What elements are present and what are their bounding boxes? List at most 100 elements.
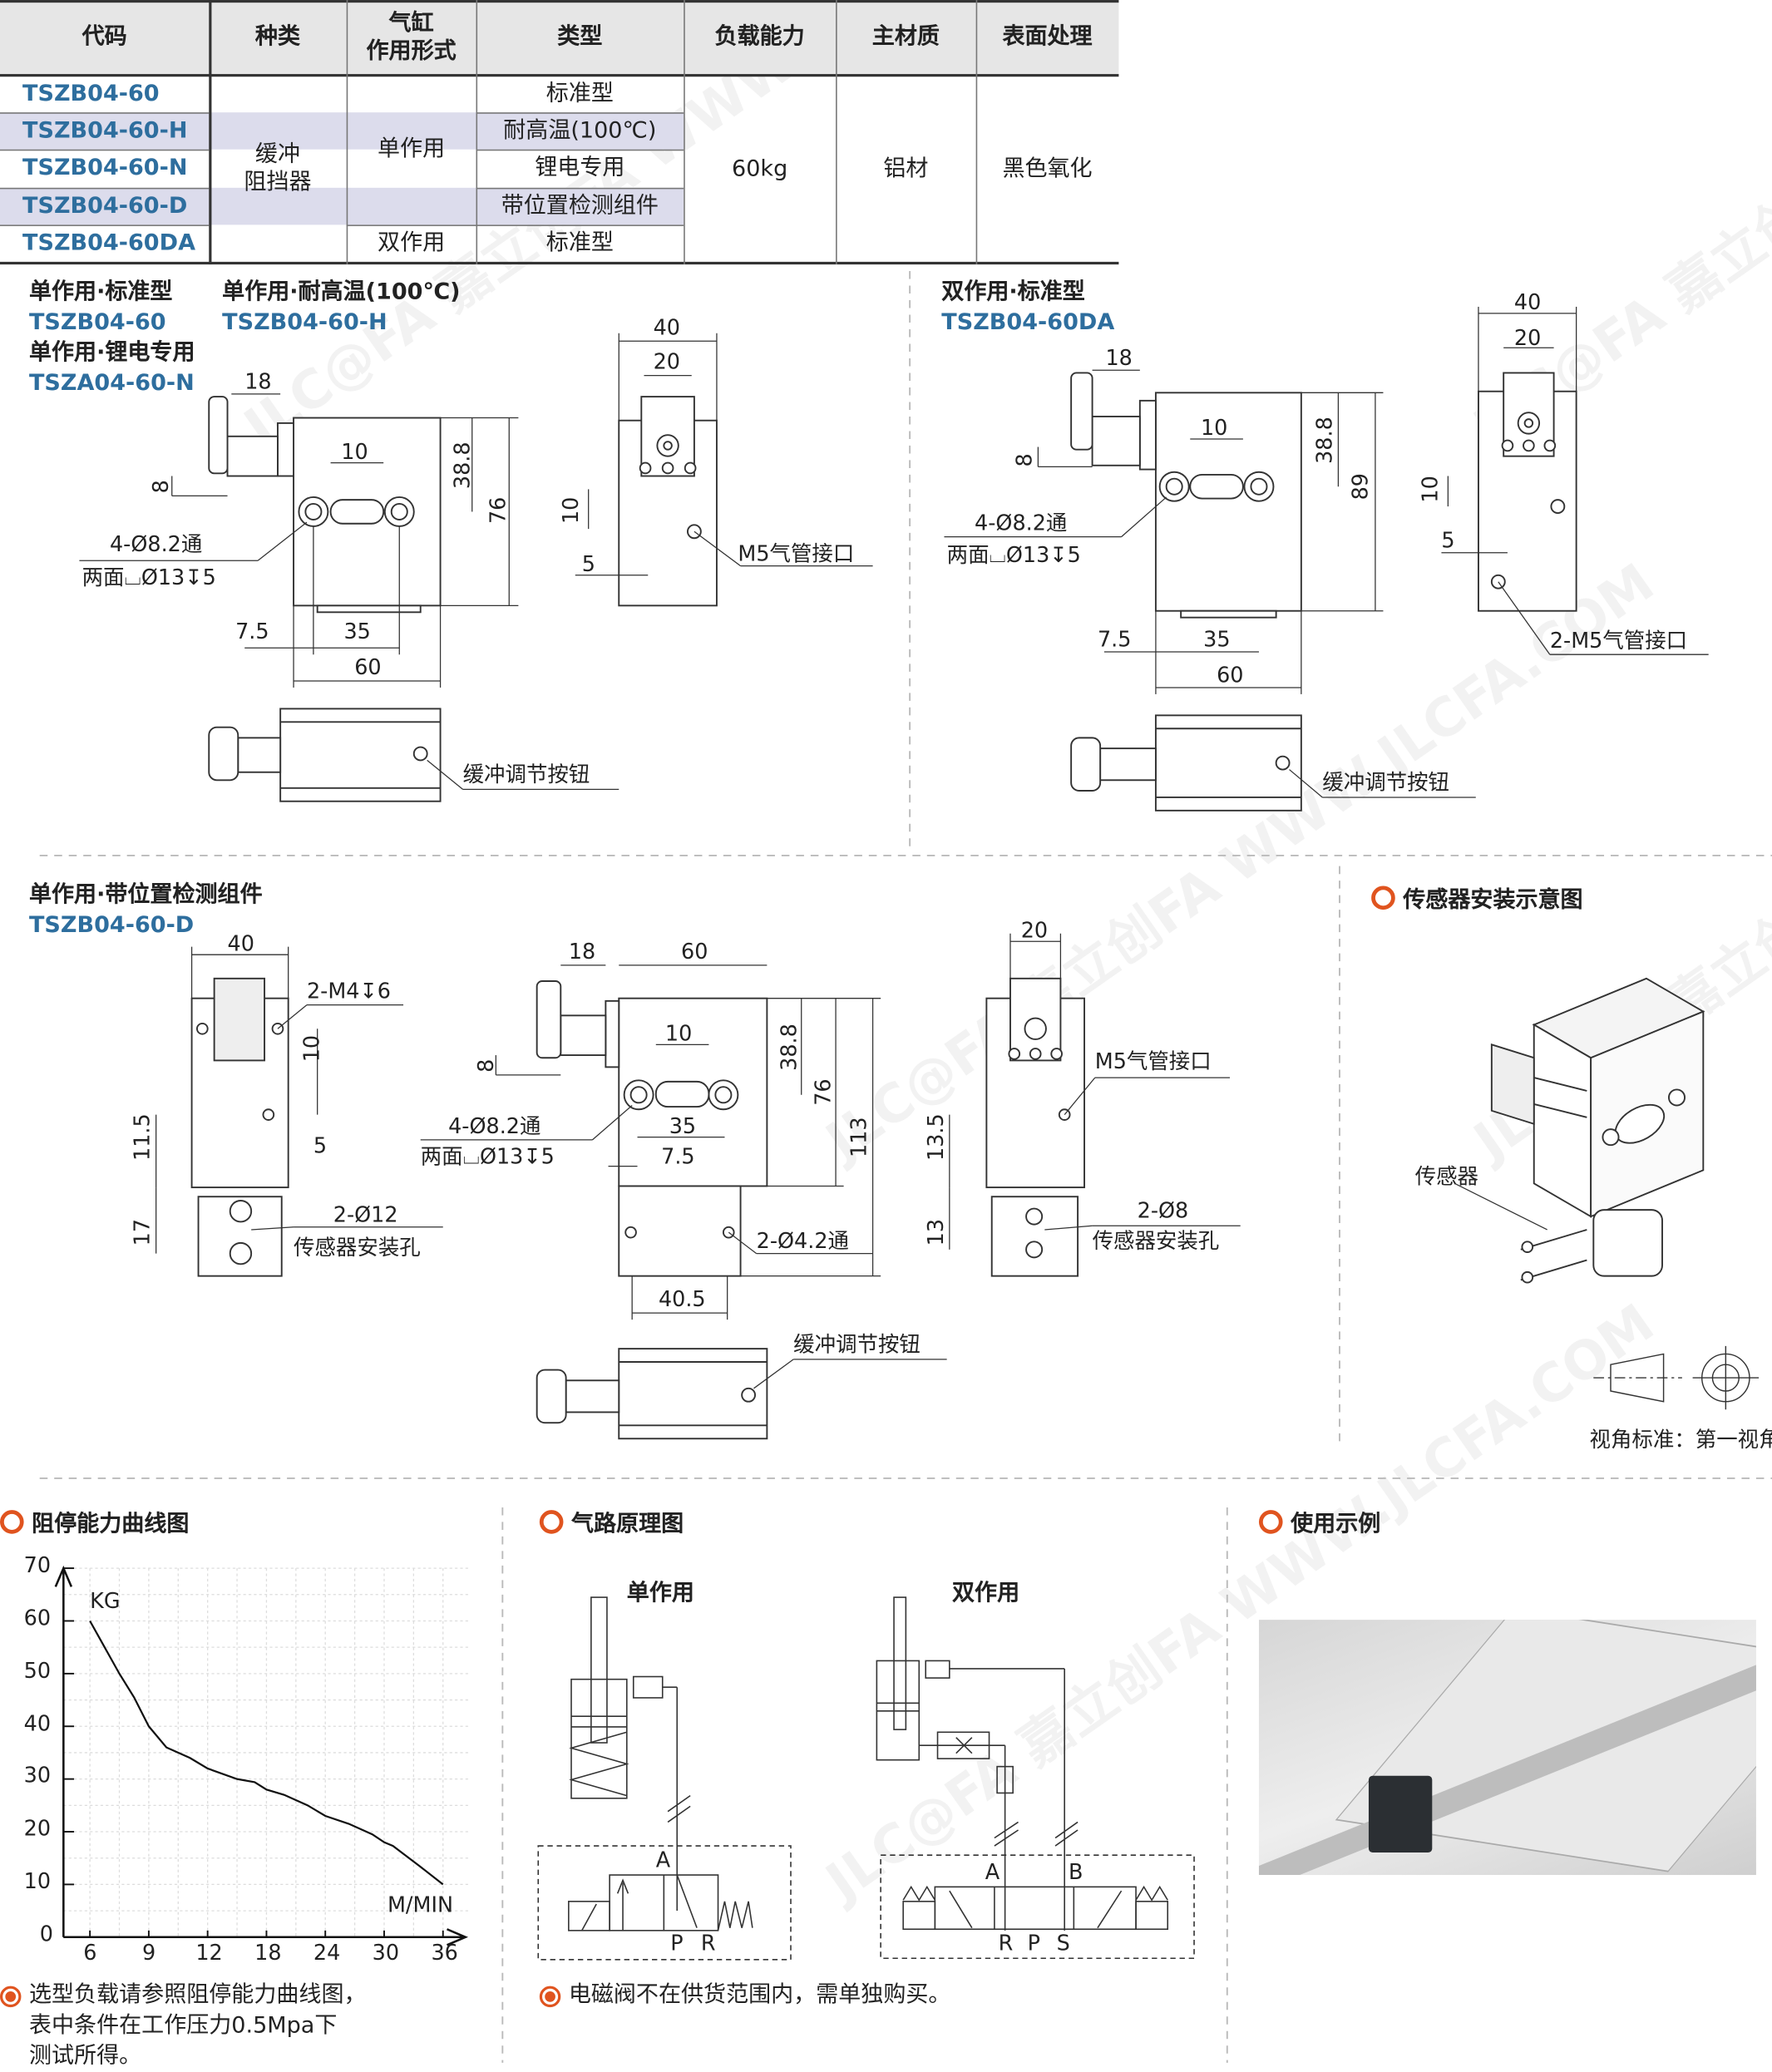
sensor-side-view-2 (985, 977, 1086, 1277)
std-dimension-lines (79, 393, 519, 688)
pneumatic-title: 气路原理图 (539, 1505, 684, 1538)
dimension: 38.8 (1311, 417, 1337, 464)
row-type: 锂电专用 (535, 155, 625, 181)
row-code: TSZB04-60-H (22, 116, 188, 144)
section-title: 使用示例 (1291, 1511, 1381, 1538)
sensor-illustration-title: 传感器安装示意图 (1371, 881, 1583, 914)
material-cell: 铝材 (883, 155, 929, 182)
dimension: 11.5 (129, 1113, 155, 1161)
row-code: TSZB04-60-D (22, 192, 188, 220)
hole-spec: 2-Ø4.2通 (756, 1228, 849, 1254)
header-type: 类型 (557, 23, 603, 51)
divider (975, 0, 978, 265)
x-tick-label: 18 (254, 1939, 282, 1966)
dimension: 40.5 (658, 1286, 706, 1312)
dimension: 35 (1203, 626, 1231, 653)
header-finish: 表面处理 (1002, 23, 1093, 51)
sensor-bottom-view (536, 1348, 947, 1440)
port-label: P (1027, 1930, 1041, 1956)
y-tick-label: 50 (23, 1657, 52, 1683)
product-code: TSZA04-60-N (28, 370, 195, 397)
row-type: 标准型 (545, 80, 614, 107)
double-bottom-view (1070, 714, 1476, 812)
sensor-label: 传感器 (1414, 1163, 1478, 1189)
dimension: 13.5 (923, 1113, 949, 1161)
dimension: 10 (1200, 415, 1228, 441)
y-tick-label: 40 (23, 1710, 52, 1736)
divider (0, 0, 1119, 3)
dot-bullet-icon (539, 1986, 561, 2008)
drawing-title: 单作用·耐高温(100℃) (222, 279, 461, 306)
note-text: 选型负载请参照阻停能力曲线图， 表中条件在工作压力0.5Mpa下 测试所得。 (28, 1981, 367, 2070)
y-tick-label: 70 (23, 1552, 52, 1578)
counterbore-spec: 两面⌴Ø13↧5 (946, 542, 1081, 568)
row-type: 带位置检测组件 (501, 192, 659, 220)
chart-note: 选型负载请参照阻停能力曲线图， 表中条件在工作压力0.5Mpa下 测试所得。 (0, 1981, 367, 2072)
y-tick-label: 60 (23, 1605, 52, 1630)
ring-bullet-icon (1258, 1509, 1283, 1533)
single-action-cell: 单作用 (378, 136, 446, 163)
drawing-title: 单作用·标准型 (28, 279, 173, 306)
hole-spec: 4-Ø8.2通 (975, 510, 1068, 536)
dimension: 89 (1347, 473, 1373, 501)
diagram-title: 双作用 (952, 1580, 1020, 1607)
sensor-hole-callout: 传感器安装孔 (1092, 1228, 1220, 1254)
dimension: 10 (1417, 476, 1444, 503)
pneumatic-note: 电磁阀不在供货范围内，需单独购买。 (539, 1981, 951, 2011)
dimension: 40 (653, 314, 680, 340)
dimension: 18 (1105, 345, 1133, 371)
header-kind: 种类 (254, 23, 300, 51)
double-side-view (1478, 372, 1577, 612)
dimension: 60 (1217, 662, 1244, 688)
pneumatic-single-diagram (537, 1596, 792, 1961)
header-load: 负载能力 (714, 23, 805, 51)
y-tick-label: 10 (23, 1868, 52, 1894)
x-axis-label: M/MIN (387, 1892, 453, 1917)
dimension: 40 (1513, 289, 1542, 315)
dimension: 8 (473, 1058, 499, 1073)
dimension: 20 (1513, 325, 1542, 351)
row-code: TSZB04-60-N (22, 155, 188, 181)
usage-title: 使用示例 (1258, 1505, 1381, 1538)
std-front-view (208, 396, 442, 614)
divider (0, 261, 1119, 265)
drawing-title: 单作用·锂电专用 (28, 339, 195, 367)
divider (684, 0, 685, 265)
sensor-side-view (190, 977, 289, 1277)
double-action-cell: 双作用 (378, 229, 446, 257)
header-action: 气缸 作用形式 (366, 9, 457, 65)
counterbore-spec: 两面⌴Ø13↧5 (81, 565, 216, 590)
row-shade (0, 112, 684, 150)
divider (836, 0, 837, 265)
divider (476, 0, 478, 265)
x-tick-label: 36 (431, 1939, 458, 1966)
x-tick-label: 6 (83, 1939, 97, 1966)
chart-title: 阻停能力曲线图 (0, 1505, 189, 1538)
counterbore-spec: 两面⌴Ø13↧5 (420, 1143, 555, 1169)
y-tick-label: 30 (23, 1763, 52, 1788)
port-callout: M5气管接口 (738, 540, 855, 566)
dimension: 40 (227, 930, 254, 956)
header-code: 代码 (81, 23, 127, 51)
std-bottom-view (208, 708, 619, 802)
knob-callout: 缓冲调节按钮 (793, 1331, 921, 1357)
port-label: A (655, 1847, 671, 1872)
dimension: 5 (313, 1132, 328, 1159)
hole-spec: 2-Ø8 (1137, 1197, 1189, 1224)
knob-callout: 缓冲调节按钮 (1322, 769, 1449, 795)
sensor-isometric-illustration (1454, 977, 1705, 1284)
section-title: 阻停能力曲线图 (32, 1511, 190, 1538)
dot-bullet-icon (0, 1986, 22, 2008)
drawing-title: 单作用·带位置检测组件 (28, 881, 263, 909)
dimension: 10 (341, 438, 368, 465)
divider (0, 74, 1119, 77)
dimension: 35 (343, 619, 371, 644)
dimension: 76 (485, 496, 511, 525)
x-axis-arrow (447, 1928, 469, 1946)
pneumatic-double-diagram (876, 1596, 1195, 1960)
header-material: 主材质 (871, 23, 940, 51)
note-text: 电磁阀不在供货范围内，需单独购买。 (568, 1981, 951, 2009)
chart-marks (63, 1567, 444, 1938)
